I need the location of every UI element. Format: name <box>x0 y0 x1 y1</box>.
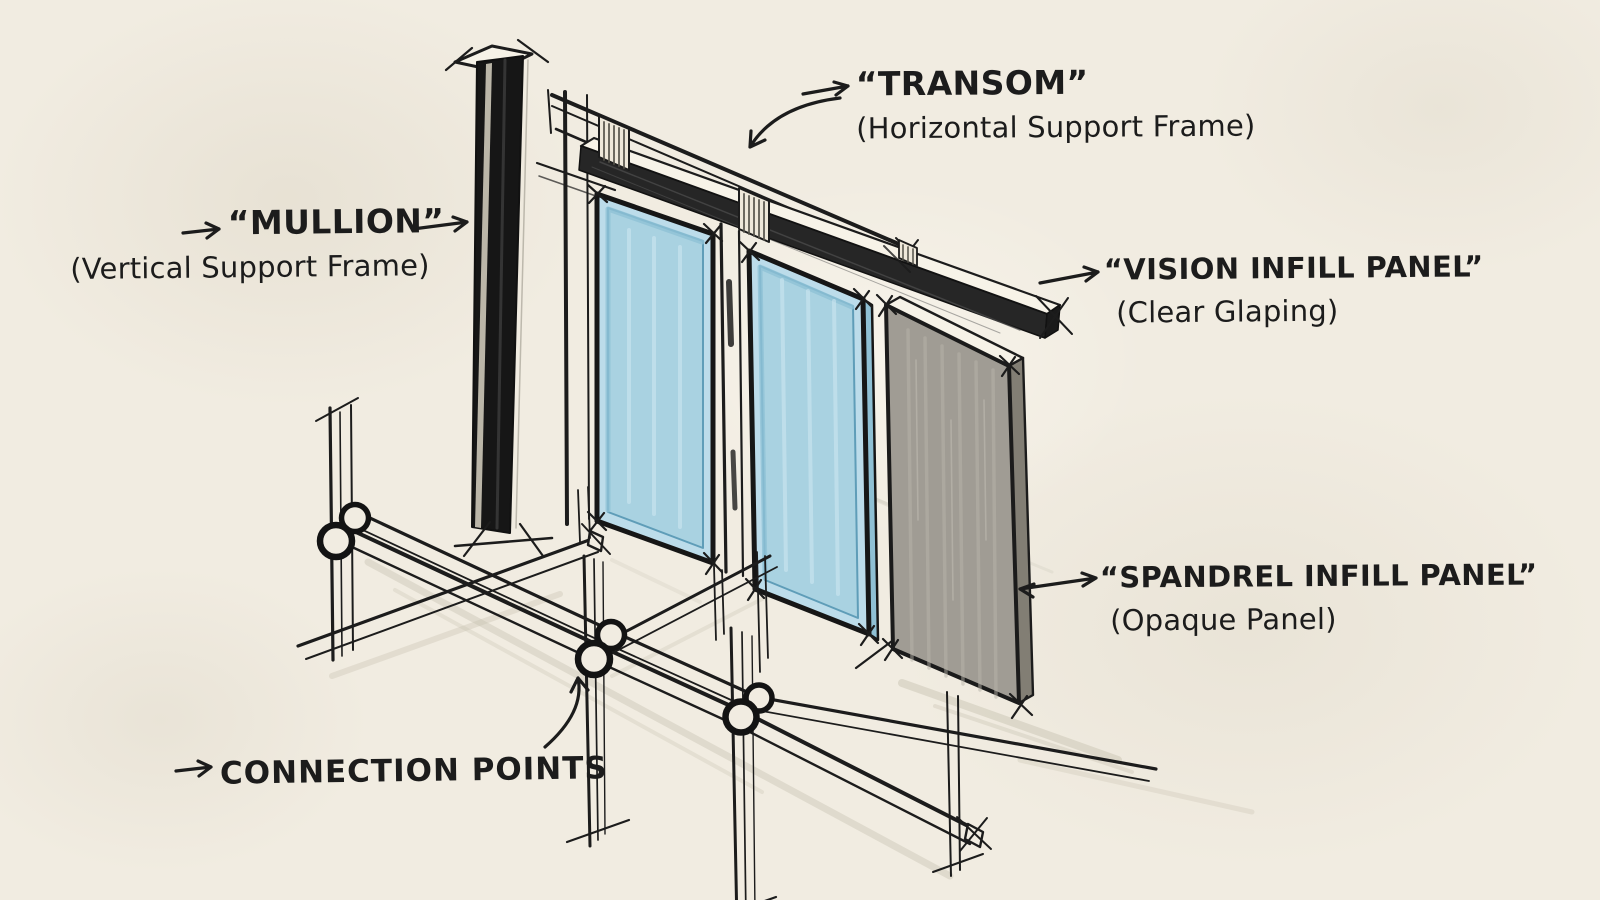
connection-arrow-icon <box>174 759 213 778</box>
mullion-label-title: “MULLION” <box>227 201 445 243</box>
mullion-arrow-left-icon <box>181 221 221 240</box>
spandrel-panel <box>854 293 1035 720</box>
cast-shadows <box>329 463 1255 880</box>
spandrel-panel-label: “SPANDREL INFILL PANEL” (Opaque Panel) <box>1100 556 1538 639</box>
connection-curved-arrow-icon <box>543 676 590 749</box>
corner-ticks <box>854 293 1034 720</box>
connection-point-left <box>316 501 372 561</box>
corner-ticks <box>586 183 724 576</box>
transom-beam <box>535 89 1073 578</box>
mullion-label-subtitle: (Vertical Support Frame) <box>70 248 430 287</box>
transom-label-subtitle: (Horizontal Support Frame) <box>856 108 1256 146</box>
vision-panel-label: “VISION INFILL PANEL” (Clear Glaping) <box>1104 248 1484 331</box>
connection-points-label-title: CONNECTION POINTS <box>219 750 608 792</box>
annotation-arrows <box>174 80 1100 778</box>
mullion-arrow-right-icon <box>411 215 469 233</box>
mullion-corner-ticks <box>444 38 554 558</box>
transom-arrow-icon <box>801 80 850 97</box>
spandrel-panel-label-title: “SPANDREL INFILL PANEL” <box>1099 557 1538 595</box>
transom-label: “TRANSOM” (Horizontal Support Frame) <box>856 61 1256 147</box>
vision-panel-left <box>586 183 724 576</box>
connection-points-label: CONNECTION POINTS <box>220 749 608 793</box>
mullion-label: “MULLION” (Vertical Support Frame) <box>70 200 445 287</box>
connection-points <box>316 501 775 736</box>
mullion-bar <box>444 38 554 558</box>
joint-stub-hatches <box>598 115 918 267</box>
spandrel-panel-label-subtitle: (Opaque Panel) <box>1110 602 1337 638</box>
connection-point-middle <box>574 618 628 679</box>
vision-panel-right <box>738 240 880 647</box>
vision-arrow-icon <box>1038 265 1100 285</box>
transom-curved-arrow-icon <box>748 96 842 149</box>
corner-ticks <box>738 240 880 647</box>
connection-point-right <box>722 682 775 736</box>
transom-label-title: “TRANSOM” <box>855 62 1089 104</box>
spandrel-double-arrow-icon <box>1018 571 1098 599</box>
vision-panel-label-title: “VISION INFILL PANEL” <box>1103 249 1484 287</box>
vision-panel-label-subtitle: (Clear Glaping) <box>1116 293 1339 330</box>
